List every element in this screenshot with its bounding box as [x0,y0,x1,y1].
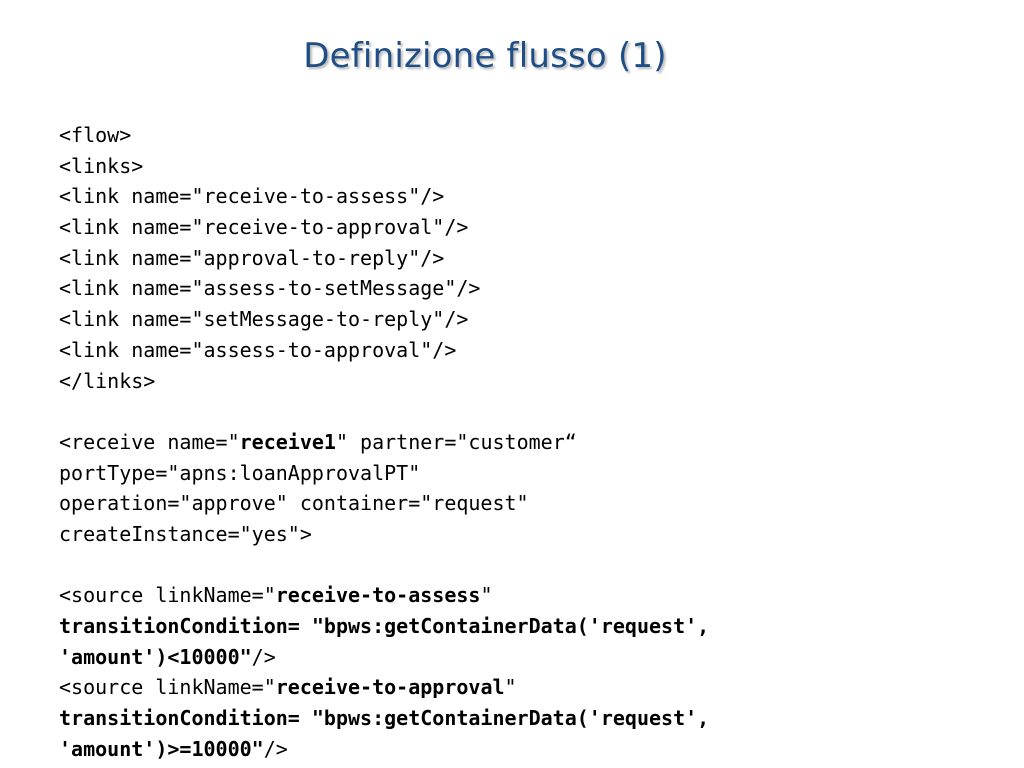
code-text: </links> [59,368,156,393]
code-text: portType="apns:loanApprovalPT" [59,460,421,485]
code-text: <link name="setMessage-to-reply"/> [59,307,469,332]
code-text-bold: 'amount')>=10000" [59,736,264,761]
slide-title: Definizione flusso (1) [303,36,667,76]
code-line: <source linkName="receive-to-assess" [59,580,1009,611]
code-text: " [504,675,517,700]
code-line [59,396,1009,427]
code-text: " partner="customer“ [335,429,577,454]
code-line: <source linkName="receive-to-approval" [59,672,1009,703]
code-text: <link name="receive-to-assess"/> [59,184,445,209]
code-text-bold: transitionCondition= "bpws:getContainerD… [59,706,710,731]
code-line: </links> [59,366,1009,397]
code-line: <link name="receive-to-approval"/> [59,212,1009,243]
code-line: transitionCondition= "bpws:getContainerD… [59,611,1009,642]
code-line: <link name="assess-to-approval"/> [59,335,1009,366]
code-text: <receive name=" [59,429,240,454]
code-text: /> [263,736,288,761]
code-text: <link name="approval-to-reply"/> [59,245,445,270]
code-line: <link name="setMessage-to-reply"/> [59,304,1009,335]
code-block: <flow> <links> <link name="receive-to-asse… [59,120,1009,764]
code-text: <links> [59,153,144,178]
code-line: createInstance="yes"> [59,519,1009,550]
code-line: <link name="receive-to-assess"/> [59,181,1009,212]
code-text: createInstance="yes"> [59,521,312,546]
code-text: <link name="assess-to-setMessage"/> [59,276,481,301]
code-text-bold: receive-to-approval [275,675,505,700]
code-text: <source linkName=" [59,675,276,700]
code-text: operation="approve" container="request" [59,491,529,516]
code-text-bold: receive-to-assess [275,583,481,608]
code-line: <receive name="receive1" partner="custom… [59,427,1009,458]
code-line [59,550,1009,581]
code-text: " [480,583,493,608]
code-line: <links> [59,151,1009,182]
code-line: <link name="assess-to-setMessage"/> [59,273,1009,304]
code-text-bold: 'amount')<10000" [59,644,252,669]
code-text: <source linkName=" [59,583,276,608]
code-text: <link name="receive-to-approval"/> [59,215,469,240]
code-line: <flow> [59,120,1009,151]
code-text: /> [251,644,276,669]
code-line: 'amount')>=10000"/> [59,734,1009,765]
code-text: <link name="assess-to-approval"/> [59,337,457,362]
code-text: <flow> [59,123,132,147]
code-line: portType="apns:loanApprovalPT" [59,458,1009,489]
code-line: transitionCondition= "bpws:getContainerD… [59,703,1009,734]
code-line: 'amount')<10000"/> [59,642,1009,673]
code-text-bold: transitionCondition= "bpws:getContainerD… [59,614,710,638]
code-text-bold: receive1 [239,429,336,454]
code-line: <link name="approval-to-reply"/> [59,243,1009,274]
code-line: operation="approve" container="request" [59,488,1009,519]
